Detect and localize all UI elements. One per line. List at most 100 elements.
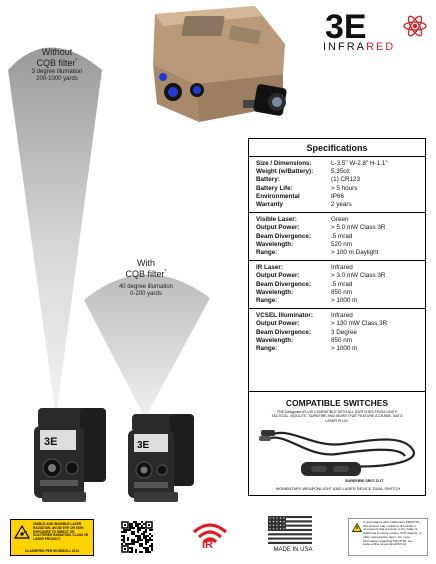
spec-row: Range: > 1000 m bbox=[256, 297, 421, 305]
wide-beam bbox=[84, 274, 210, 418]
beam-without-range: 200-1000 yards bbox=[36, 75, 78, 82]
spec-value: > 100 m Daylight bbox=[331, 249, 379, 257]
logo-mark: 3E bbox=[325, 8, 367, 46]
spec-row: Output Power:> 130 mW Class 3R bbox=[256, 320, 421, 328]
spec-row: VCSEL Illuminator: Infrared bbox=[256, 312, 421, 320]
spec-value: > 5 hours bbox=[331, 184, 358, 192]
spec-value: 520 nm bbox=[331, 240, 353, 248]
device-unit-right: 3E bbox=[128, 414, 194, 502]
spec-block: Size / Dimensions:L-3.5" W-2.8" H-1.1"We… bbox=[249, 157, 425, 214]
unit-left-logo: 3E bbox=[44, 436, 57, 448]
laser-warning-label: VISIBLE AND INVISIBLE LASER RADIATION. A… bbox=[10, 519, 94, 556]
qr-code bbox=[121, 521, 153, 553]
spec-key: Output Power: bbox=[256, 272, 300, 280]
spec-row: Environmental IP66 bbox=[256, 193, 421, 201]
spec-value: Green bbox=[331, 216, 349, 224]
spec-row: Battery Life: > 5 hours bbox=[256, 185, 421, 193]
laser-hazard-icon bbox=[14, 525, 30, 539]
spec-value: (1) CR123 bbox=[331, 176, 361, 184]
wordmark-accent: RED bbox=[366, 41, 396, 53]
warning-triangle-icon bbox=[352, 523, 362, 532]
spec-row: Weight (w/Battery): 5.35oz bbox=[256, 168, 421, 176]
spec-value: 5.35oz bbox=[331, 168, 350, 176]
spec-row: Range:> 1000 m bbox=[256, 345, 421, 353]
compat-description: THE Designate-IR-VIS COMPATIBLE WITH ALL… bbox=[271, 410, 403, 423]
narrow-beam bbox=[8, 47, 102, 418]
spec-key: VCSEL Illuminator: bbox=[256, 312, 313, 320]
spec-row: Beam Divergence: 3 Degree bbox=[256, 329, 421, 337]
spec-value: > 5.0 mW Class 3R bbox=[331, 224, 386, 232]
spec-key: Range: bbox=[256, 297, 278, 305]
spec-value: > 3.0 mW Class 3R bbox=[331, 272, 386, 280]
spec-value: IP66 bbox=[331, 192, 344, 200]
usa-flag-icon bbox=[268, 516, 312, 544]
spec-key: Wavelength: bbox=[256, 288, 294, 296]
spec-key: Weight (w/Battery): bbox=[256, 168, 314, 176]
spec-row: Warranty 2 years bbox=[256, 201, 421, 209]
prop65-text: In accordance with California's PROP 65,… bbox=[363, 520, 422, 547]
beam-with-title: With bbox=[137, 258, 155, 268]
spec-key: Warranty bbox=[256, 201, 284, 209]
ir-signal-icon bbox=[192, 523, 228, 544]
switch-description: MOMENTARY WEAPONLIGHT AND LASER DEVICE D… bbox=[275, 486, 401, 491]
made-in-usa: MADE IN USA bbox=[273, 547, 313, 553]
spec-row: Wavelength:850 nm bbox=[256, 289, 421, 297]
brand-logo: 3E bbox=[325, 8, 427, 46]
spec-row: Wavelength: 520 nm bbox=[256, 241, 421, 249]
spec-key: IR Laser: bbox=[256, 264, 283, 272]
spec-row: IR Laser: Infrared bbox=[256, 264, 421, 272]
spec-value: Infrared bbox=[331, 264, 353, 272]
laser-warning-footer: CLASSIFIED PER IEC60825-1 2014 bbox=[24, 549, 80, 553]
spec-value: Infrared bbox=[331, 312, 353, 320]
spec-row: Beam Divergence: .5 mrad bbox=[256, 233, 421, 241]
spec-row: Wavelength: 850 nm bbox=[256, 337, 421, 345]
spec-row: Output Power: > 3.0 mW Class 3R bbox=[256, 272, 421, 280]
brand-wordmark: INFRARED bbox=[323, 41, 395, 53]
beam-without-filter: CQB filter* bbox=[36, 57, 78, 68]
atom-icon bbox=[403, 15, 427, 37]
spec-row: Output Power: > 5.0 mW Class 3R bbox=[256, 224, 421, 232]
spec-row: Visible Laser:Green bbox=[256, 216, 421, 224]
spec-key: Beam Divergence: bbox=[256, 280, 311, 288]
beam-with-range: 0-200 yards bbox=[130, 290, 162, 297]
device-unit-left: 3E bbox=[34, 408, 106, 502]
specifications-title: Specifications bbox=[249, 139, 425, 157]
spec-value: 850 nm bbox=[331, 336, 353, 344]
specifications-panel: Specifications Size / Dimensions:L-3.5" … bbox=[248, 138, 426, 392]
spec-key: Size / Dimensions: bbox=[256, 160, 312, 167]
spec-key: Beam Divergence: bbox=[256, 328, 311, 336]
spec-key: Beam Divergence: bbox=[256, 232, 311, 240]
spec-row: Range: > 100 m Daylight bbox=[256, 249, 421, 257]
spec-key: Battery: bbox=[256, 176, 280, 184]
spec-value: .5 mrad bbox=[331, 232, 353, 240]
spec-blocks: Size / Dimensions:L-3.5" W-2.8" H-1.1"We… bbox=[249, 157, 425, 356]
spec-value: > 130 mW Class 3R bbox=[331, 320, 388, 328]
spec-value: 2 years bbox=[331, 201, 352, 209]
wordmark-main: INFRA bbox=[323, 41, 366, 53]
spec-value: > 1000 m bbox=[331, 297, 358, 305]
beam-label-with: With CQB filter* 40 degree illumation 0-… bbox=[113, 258, 179, 298]
compatible-switches-panel: COMPATIBLE SWITCHES THE Designate-IR-VIS… bbox=[248, 392, 426, 496]
spec-key: Battery Life: bbox=[256, 184, 293, 192]
spec-key: Environmental bbox=[256, 192, 300, 200]
laser-warning-text: VISIBLE AND INVISIBLE LASER RADIATION. A… bbox=[33, 522, 89, 542]
spec-key: Wavelength: bbox=[256, 336, 294, 344]
spec-row: Size / Dimensions:L-3.5" W-2.8" H-1.1" bbox=[256, 160, 421, 168]
spec-row: Battery: (1) CR123 bbox=[256, 176, 421, 184]
beam-with-angle: 40 degree illumation bbox=[118, 283, 174, 290]
prop65-notice: In accordance with California's PROP 65,… bbox=[348, 518, 428, 556]
spec-value: 3 Degree bbox=[331, 328, 357, 336]
beam-with-filter: CQB filter* bbox=[125, 268, 167, 279]
spec-key: Wavelength: bbox=[256, 240, 294, 248]
ir-label: IR bbox=[202, 539, 213, 551]
beam-without-angle: 3 degree illumation bbox=[31, 68, 83, 75]
spec-key: Range: bbox=[256, 249, 278, 257]
compat-title: COMPATIBLE SWITCHES bbox=[285, 398, 389, 408]
switch-cable-image bbox=[259, 430, 415, 476]
beam-label-without: Without CQB filter* 3 degree illumation … bbox=[28, 47, 86, 83]
spec-key: Output Power: bbox=[256, 224, 300, 232]
spec-key: Range: bbox=[256, 345, 278, 353]
